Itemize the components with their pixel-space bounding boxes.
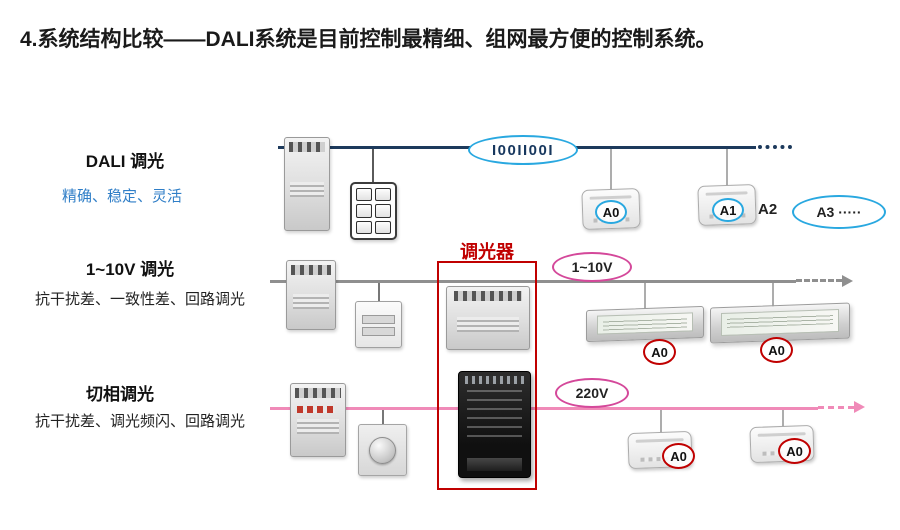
phase-bus-continuation-dashes	[818, 406, 854, 409]
v10-bus-continuation-dashes	[796, 279, 842, 282]
base-plate	[467, 458, 522, 471]
dali-a3-more-bubble: A3 ·····	[792, 195, 886, 229]
keypad-key	[356, 188, 372, 202]
phase-bus-line	[270, 407, 818, 410]
dali-a2-label: A2	[758, 201, 778, 218]
ballast-drop-line	[782, 410, 784, 428]
knob-drop-line	[382, 410, 384, 425]
rocker-drop-line	[378, 283, 380, 302]
ballast-drop-line	[772, 283, 774, 307]
v10-linear-ballast-photo	[586, 305, 704, 343]
dali-digital-signal-bubble: I00II00I	[468, 135, 578, 165]
keypad-drop-line	[372, 149, 374, 183]
phase-row-label: 切相调光	[86, 385, 154, 404]
phase-din-module-photo	[290, 383, 346, 457]
keypad-key	[375, 188, 391, 202]
dali-a0-badge: A0	[595, 200, 627, 224]
phase-dimmer-unit-photo	[458, 371, 531, 478]
v10-row-label: 1~10V 调光	[85, 260, 175, 279]
v10-bus-line	[270, 280, 796, 283]
dimmer-knob	[369, 436, 396, 464]
v10-a0-badge-right: A0	[760, 337, 793, 363]
terminal-strip	[465, 376, 524, 384]
phase-row-subtitle: 抗干扰差、调光频闪、回路调光	[34, 413, 245, 430]
phase-rotary-dimmer-photo	[358, 424, 407, 476]
dali-row-subtitle: 精确、稳定、灵活	[61, 188, 182, 205]
label-rows	[467, 390, 522, 442]
v10-din-module-photo	[286, 260, 336, 330]
phase-signal-bubble: 220V	[555, 378, 629, 408]
ballast-drop-line	[660, 410, 662, 433]
dali-din-gateway-photo	[284, 137, 330, 231]
dimmer-highlight-box	[437, 261, 537, 490]
dali-bus-continuation-dots	[758, 145, 792, 149]
dimmer-box-label: 调光器	[460, 242, 514, 262]
ballast-drop-line	[610, 149, 612, 191]
phase-a0-badge-right: A0	[778, 438, 811, 464]
dali-row-label: DALI 调光	[85, 152, 165, 171]
ballast-drop-line	[726, 149, 728, 187]
keypad-key	[356, 204, 372, 218]
v10-dimmer-module-photo	[446, 286, 530, 350]
dali-keypad-photo	[350, 182, 397, 240]
phase-a0-badge-left: A0	[662, 443, 695, 469]
keypad-key	[356, 220, 372, 234]
din-red-terminals	[297, 406, 336, 413]
keypad-key	[375, 204, 391, 218]
page-title: 4.系统结构比较——DALI系统是目前控制最精细、组网最方便的控制系统。	[20, 28, 717, 51]
ballast-drop-line	[644, 283, 646, 309]
dali-a1-badge: A1	[712, 198, 744, 222]
v10-bus-arrowhead	[842, 275, 853, 287]
v10-wall-dimmer-photo	[355, 301, 402, 348]
v10-signal-bubble: 1~10V	[552, 252, 632, 282]
v10-row-subtitle: 抗干扰差、一致性差、回路调光	[34, 291, 245, 308]
phase-bus-arrowhead	[854, 401, 865, 413]
v10-a0-badge-left: A0	[643, 339, 676, 365]
keypad-key	[375, 220, 391, 234]
